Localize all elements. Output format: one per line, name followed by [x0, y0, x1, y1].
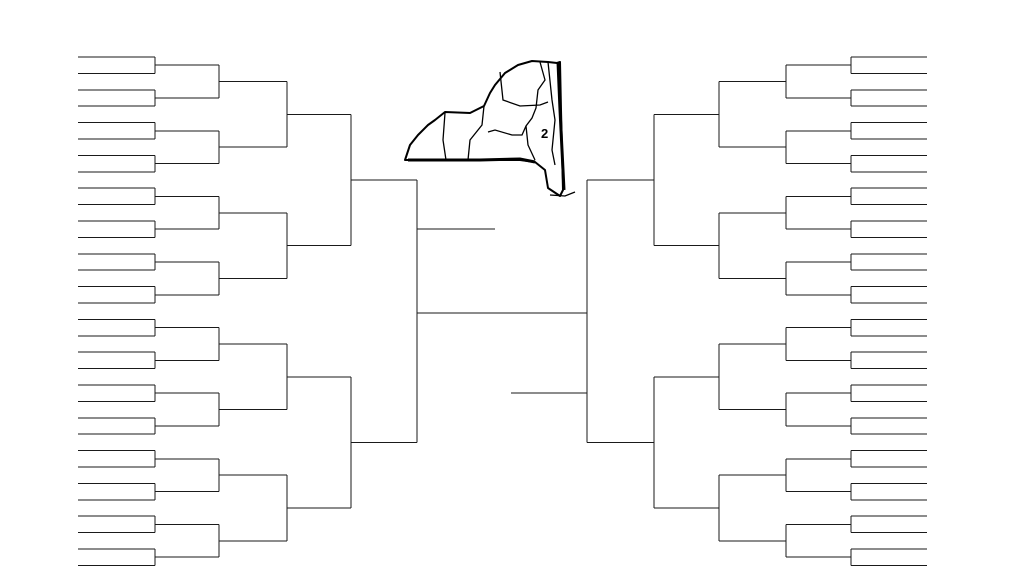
new-york-state-map: 2 [404, 60, 576, 197]
region-border-hudson [547, 61, 556, 166]
left-bracket-half [78, 56, 417, 566]
right-bracket-half [587, 56, 927, 566]
championship-lines [416, 180, 588, 443]
region-border-east [487, 61, 546, 136]
region-border-west [442, 112, 447, 161]
state-line-south [408, 157, 536, 164]
long-island-stub [549, 191, 576, 197]
state-outline [404, 60, 564, 197]
region-number-label: 2 [541, 126, 548, 141]
region-border-central [467, 105, 485, 161]
region-border-capital [525, 125, 536, 161]
state-line-east [556, 61, 566, 191]
region-border-north [499, 71, 549, 107]
